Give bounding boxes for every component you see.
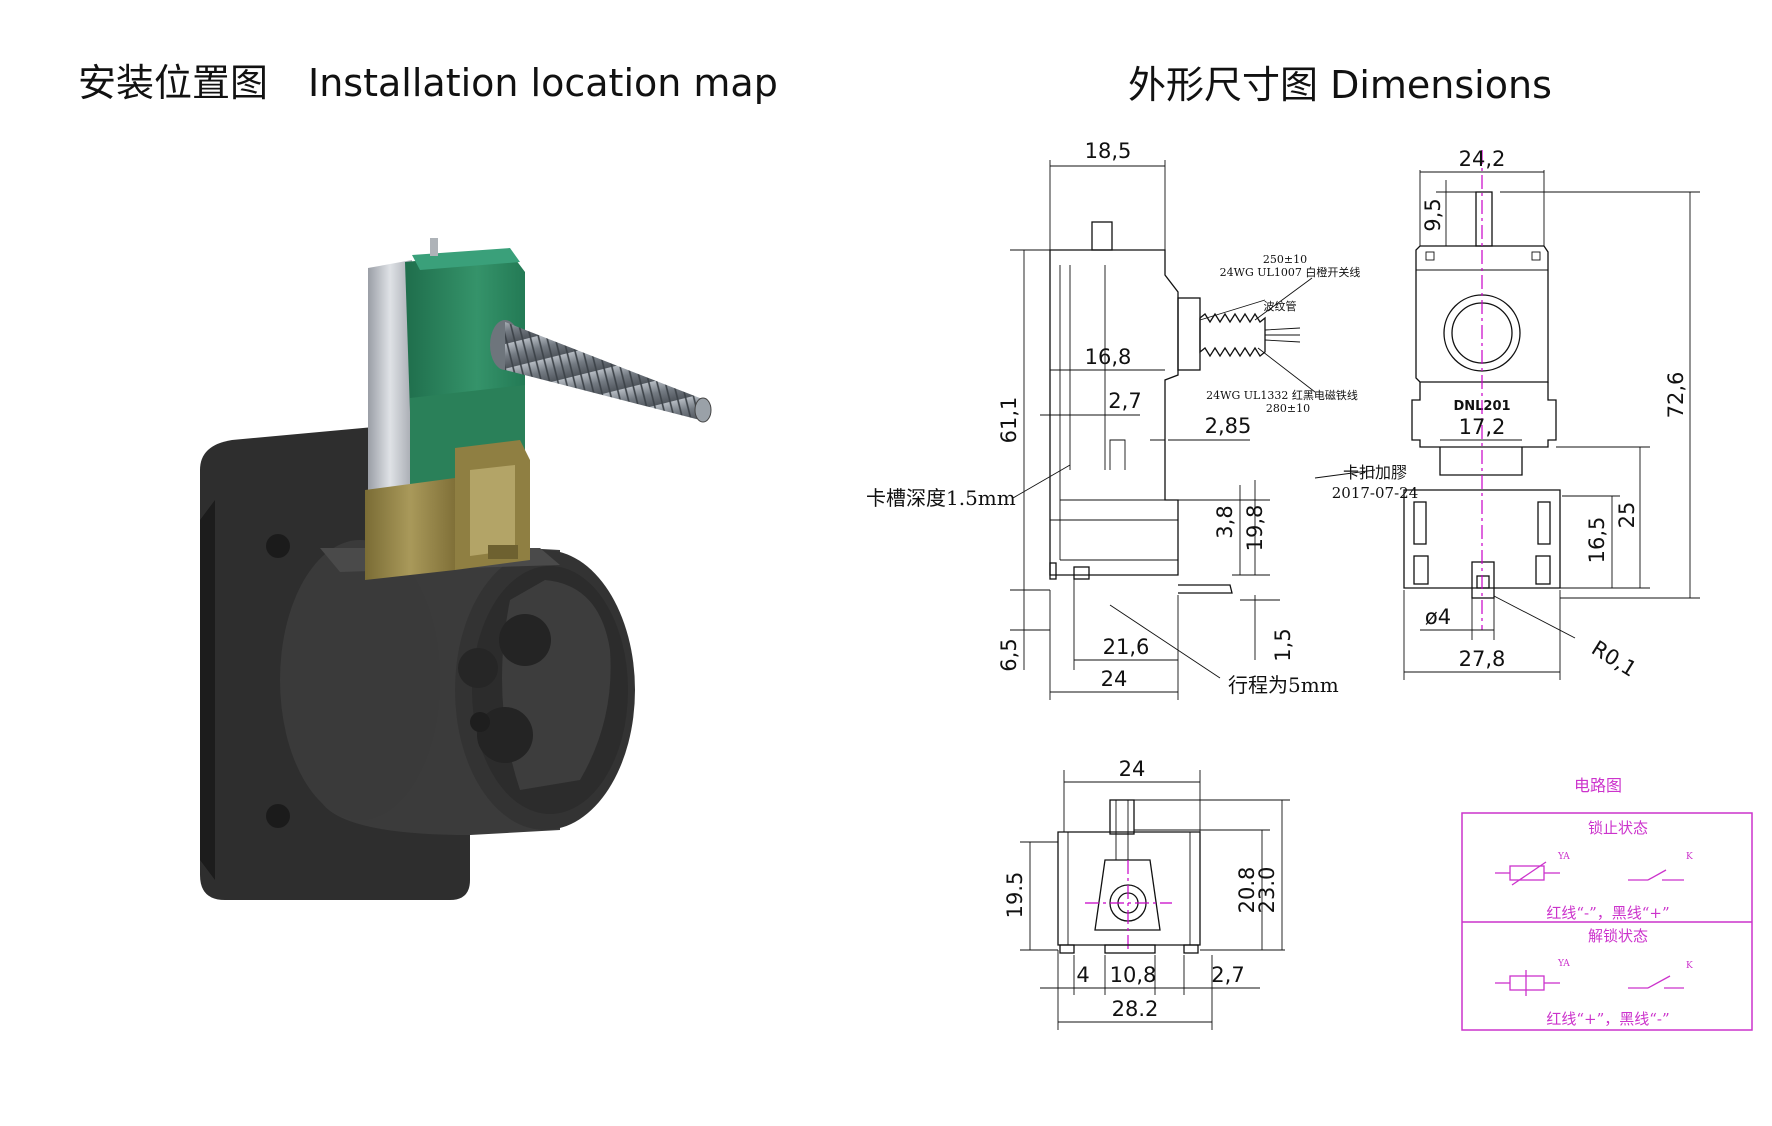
dim-10-8: 10,8 <box>1110 963 1157 987</box>
install-heading-cn: 安装位置图 <box>78 61 269 105</box>
mount-hole <box>266 534 290 558</box>
dim-top-width: 18,5 <box>1085 139 1132 163</box>
install-heading: 安装位置图 Installation location map <box>78 52 778 107</box>
bellows-spring <box>490 320 712 423</box>
note-slot-depth: 卡槽深度1.5mm <box>866 486 1016 510</box>
coil-symbol <box>1495 861 1560 886</box>
dim-bottom-top-width: 24 <box>1119 757 1146 781</box>
dim-front-bottom-width: 27,8 <box>1459 647 1506 671</box>
unlocked-state-desc: 红线“+”，黑线“-” <box>1546 1010 1669 1028</box>
plunger-tip <box>430 238 438 256</box>
dim-radius: R0,1 <box>1587 636 1640 682</box>
install-heading-en: Installation location map <box>308 61 778 105</box>
dim-28-2: 28.2 <box>1112 997 1159 1021</box>
dim-inner-width: 16,8 <box>1085 345 1132 369</box>
note-clip-glue: 卡扣加膠 <box>1343 463 1407 482</box>
socket-pin-hole <box>458 648 498 688</box>
dim-front-top-width: 24,2 <box>1459 147 1506 171</box>
dimensions-heading: 外形尺寸图 Dimensions <box>1128 63 1552 107</box>
dim-24: 24 <box>1101 667 1128 691</box>
coil-label: YA <box>1557 852 1570 862</box>
dim-stroke-height: 1,5 <box>1271 628 1295 661</box>
mount-hole <box>266 804 290 828</box>
note-wire2-spec: 24WG UL1332 红黑电磁铁线 <box>1206 388 1358 402</box>
dim-total-height: 72,6 <box>1664 372 1688 419</box>
dim-4: 4 <box>1076 963 1089 987</box>
lock-steel-housing <box>368 260 412 506</box>
socket-pin-hole <box>477 707 533 763</box>
bottom-view-drawing: 24 19.5 20.8 23.0 4 10,8 2,7 28.2 <box>1003 757 1290 1030</box>
note-wire2-length: 280±10 <box>1266 402 1310 415</box>
front-view-drawing: DNL201 24,2 9,5 72,6 17,2 25 16,5 ø4 27,… <box>1403 147 1700 682</box>
circuit-title: 电路图 <box>1574 776 1622 795</box>
dim-3-8: 3,8 <box>1213 505 1237 538</box>
dim-16-5: 16,5 <box>1585 517 1609 564</box>
switch-symbol-closed <box>1628 869 1684 881</box>
note-wire1-spec: 24WG UL1007 白橙开关线 <box>1220 265 1361 279</box>
dim-19-8: 19,8 <box>1243 505 1267 552</box>
locked-state-desc: 红线“-”，黑线“+” <box>1546 904 1669 922</box>
switch-symbol-open <box>1628 975 1684 989</box>
dim-9-5: 9,5 <box>1421 198 1445 231</box>
dim-pin-diameter: ø4 <box>1425 605 1451 629</box>
solenoid-switch-body <box>405 252 525 412</box>
dim-height: 61,1 <box>997 397 1021 444</box>
dim-bottom: 6,5 <box>997 638 1021 671</box>
dim-step: 2,85 <box>1205 414 1252 438</box>
coil-label-2: YA <box>1557 959 1570 969</box>
circuit-diagram: 电路图 锁止状态 YA K 红线“-”，黑线“+” 解锁状态 YA K 红线“+… <box>1461 776 1753 1031</box>
side-bellows <box>1177 297 1301 371</box>
dim-2-7: 2,7 <box>1211 963 1244 987</box>
dim-gap: 2,7 <box>1108 389 1141 413</box>
dim-inner-17-2: 17,2 <box>1459 415 1506 439</box>
mounting-bracket <box>365 478 455 580</box>
dim-25: 25 <box>1615 502 1639 529</box>
note-wire1-length: 250±10 <box>1263 253 1307 266</box>
side-view-drawing: 18,5 16,8 61,1 2,7 2,85 3,8 19,8 6,5 21,… <box>866 139 1418 700</box>
coil-symbol <box>1495 970 1560 996</box>
dim-21-6: 21,6 <box>1103 635 1150 659</box>
switch-label: K <box>1686 852 1693 862</box>
socket-pin-hole <box>499 614 551 666</box>
installation-illustration <box>200 238 712 900</box>
dim-19-5: 19.5 <box>1003 872 1027 919</box>
note-bellows: 波纹管 <box>1264 299 1297 313</box>
dim-23-0: 23.0 <box>1255 867 1279 914</box>
note-date: 2017-07-24 <box>1332 484 1418 502</box>
unlocked-state-title: 解锁状态 <box>1588 927 1648 945</box>
dim-20-8: 20.8 <box>1235 867 1259 914</box>
note-stroke: 行程为5mm <box>1228 673 1339 697</box>
locked-state-title: 锁止状态 <box>1588 819 1648 837</box>
switch-label-2: K <box>1686 961 1693 971</box>
